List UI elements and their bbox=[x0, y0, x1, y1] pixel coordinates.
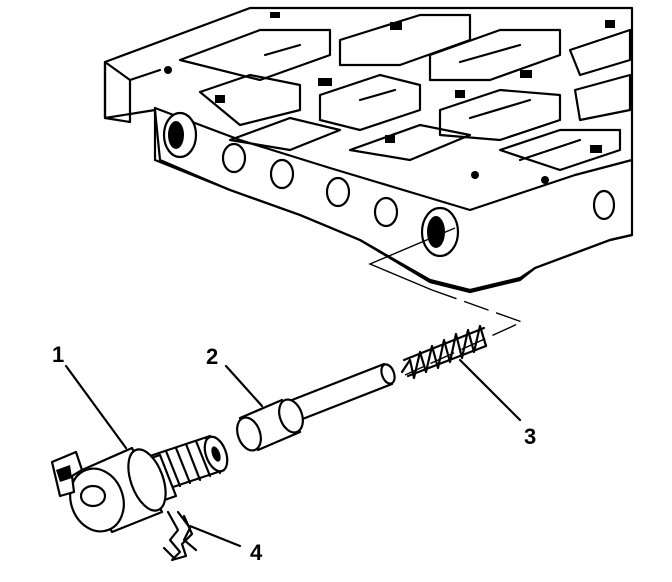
solenoid bbox=[50, 434, 229, 534]
spring bbox=[400, 324, 488, 380]
leader-part-1 bbox=[64, 364, 128, 450]
valve-body-channels bbox=[164, 12, 632, 184]
callout-3: 3 bbox=[524, 424, 536, 449]
alignment-lines bbox=[368, 227, 524, 376]
leader-lines bbox=[64, 358, 522, 548]
valve-body-bores bbox=[162, 111, 616, 258]
leader-part-3 bbox=[458, 358, 522, 422]
callout-2: 2 bbox=[206, 344, 218, 369]
callout-1: 1 bbox=[52, 342, 64, 367]
callout-4: 4 bbox=[250, 540, 263, 565]
callouts: 1 2 3 4 bbox=[52, 342, 536, 565]
leader-part-2 bbox=[224, 364, 264, 408]
retaining-clip bbox=[162, 510, 198, 562]
valve bbox=[236, 362, 396, 452]
leader-part-4 bbox=[188, 524, 242, 548]
valve-body bbox=[103, 6, 634, 294]
